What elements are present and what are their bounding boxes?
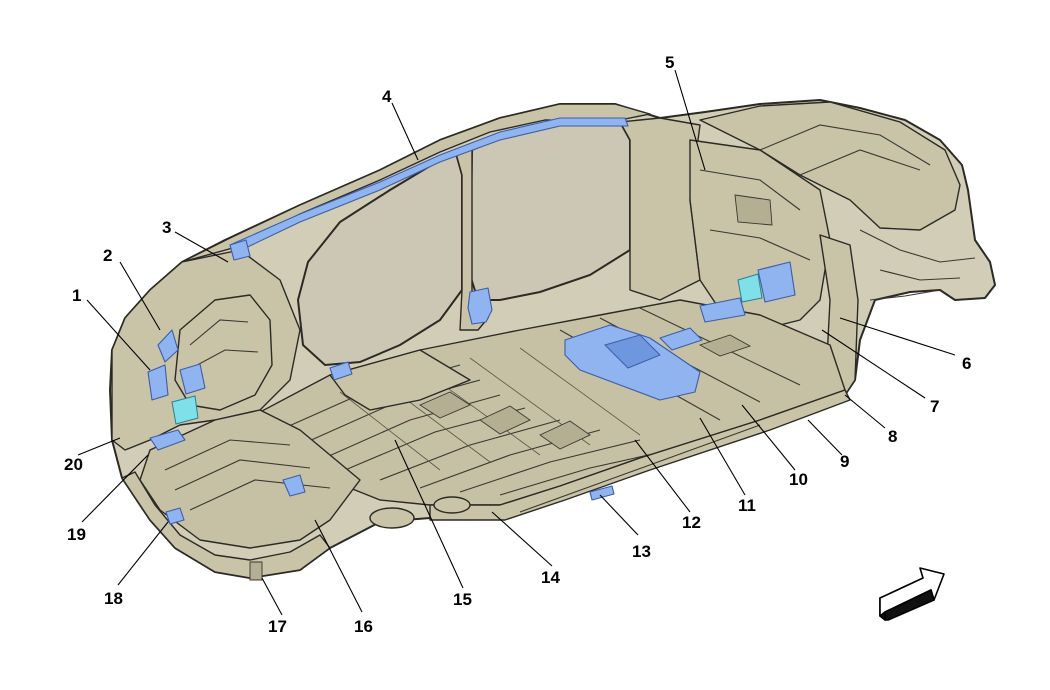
component-2-module bbox=[157, 329, 179, 363]
floor-ribs bbox=[279, 307, 801, 496]
component-18-sensor bbox=[165, 507, 185, 525]
component-1-module bbox=[147, 364, 169, 401]
leader-lines bbox=[77, 69, 956, 616]
component-b-pillar-module bbox=[467, 287, 493, 325]
callout-6: 6 bbox=[962, 354, 971, 373]
component-15-part bbox=[329, 361, 353, 381]
component-8-bracket bbox=[699, 297, 746, 323]
callout-9: 9 bbox=[840, 452, 849, 471]
component-4-roof-airbag bbox=[229, 117, 629, 254]
component-6-module bbox=[757, 261, 796, 303]
callout-19: 19 bbox=[67, 525, 86, 544]
center-tunnel bbox=[329, 349, 471, 411]
callout-4: 4 bbox=[382, 87, 392, 106]
component-3-part bbox=[229, 239, 251, 261]
component-11-detail bbox=[604, 334, 661, 369]
car-body bbox=[109, 99, 996, 581]
direction-arrow-icon bbox=[879, 567, 945, 621]
callout-12: 12 bbox=[682, 513, 701, 532]
callout-13: 13 bbox=[632, 542, 651, 561]
component-13-sensor bbox=[589, 485, 615, 501]
callout-8: 8 bbox=[888, 427, 897, 446]
highlighted-components bbox=[147, 117, 796, 525]
front-bulkhead bbox=[689, 139, 831, 331]
callout-1: 1 bbox=[72, 286, 81, 305]
callout-14: 14 bbox=[541, 568, 560, 587]
component-19-module bbox=[171, 395, 199, 425]
side-sill bbox=[429, 389, 851, 521]
callout-11: 11 bbox=[738, 496, 756, 515]
component-20-module bbox=[149, 429, 186, 451]
rear-axle-mount bbox=[433, 496, 471, 514]
component-10-module bbox=[659, 327, 703, 351]
callout-10: 10 bbox=[789, 470, 808, 489]
fuel-tank-mount bbox=[369, 507, 415, 529]
a-pillar bbox=[619, 117, 701, 301]
rear-tow-hook bbox=[249, 561, 263, 581]
component-7-module bbox=[737, 273, 763, 303]
callout-7: 7 bbox=[930, 397, 939, 416]
callout-5: 5 bbox=[665, 53, 674, 72]
component-16-bracket bbox=[282, 474, 306, 497]
callout-17: 17 bbox=[268, 617, 287, 636]
component-rear-bracket bbox=[179, 363, 206, 395]
callout-16: 16 bbox=[354, 617, 373, 636]
callout-2: 2 bbox=[103, 246, 112, 265]
callout-labels: 1 2 3 4 5 6 7 8 9 10 11 12 13 14 15 16 1… bbox=[64, 53, 971, 636]
callout-18: 18 bbox=[104, 589, 123, 608]
callout-15: 15 bbox=[453, 590, 472, 609]
callout-20: 20 bbox=[64, 455, 83, 474]
b-pillar bbox=[454, 147, 489, 331]
callout-3: 3 bbox=[162, 218, 171, 237]
rear-lower-panel bbox=[121, 471, 331, 579]
